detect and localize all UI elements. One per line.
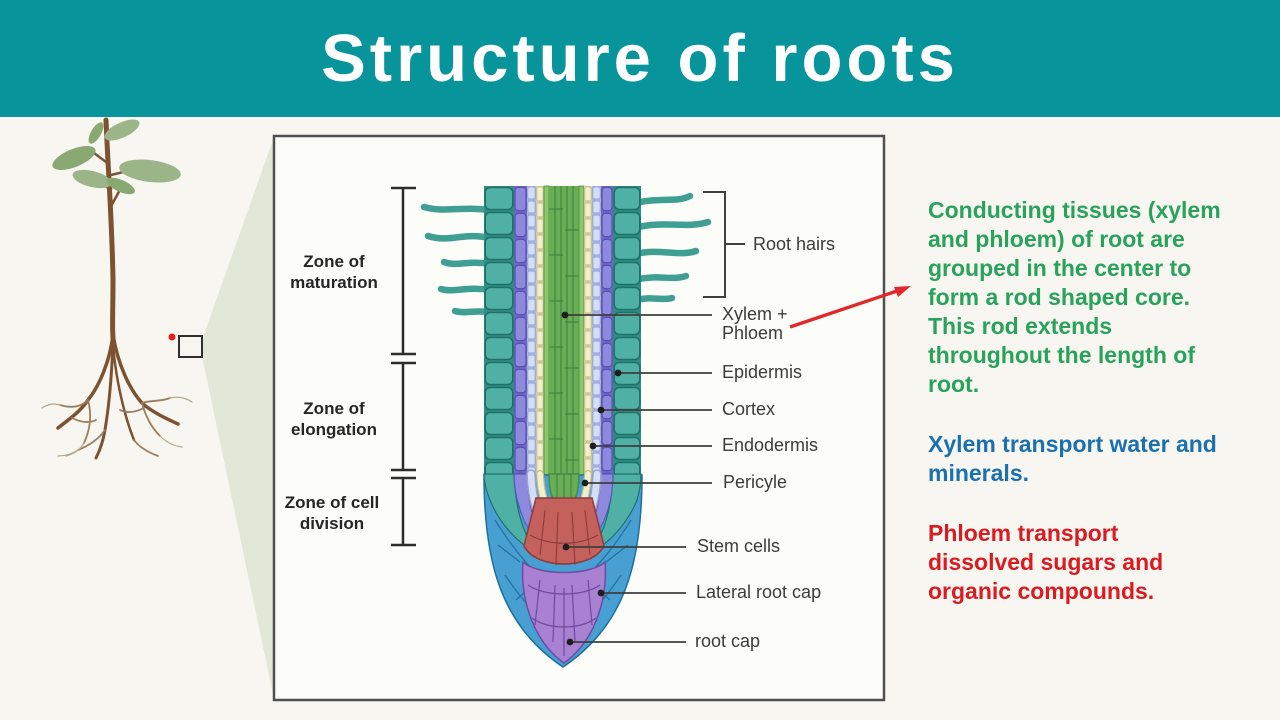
zone-of-maturation-label: Zone of maturation	[290, 252, 378, 292]
root-cap-label: root cap	[695, 631, 761, 651]
title-banner: Structure of roots	[0, 0, 1280, 117]
root-diagram	[420, 185, 712, 668]
zone-brackets	[391, 186, 416, 547]
page-title: Structure of roots	[321, 21, 959, 96]
conducting-tissues-note: Conducting tissues (xylem and phloem) of…	[928, 197, 1221, 397]
zone-of-cell-division-label: Zone of cell division	[284, 493, 380, 533]
stem-cells-label: Stem cells	[697, 536, 781, 556]
endodermis-label: Endodermis	[722, 435, 819, 455]
plant-illustration	[41, 117, 193, 460]
sample-dot	[168, 333, 176, 341]
annotation-arrow	[789, 286, 911, 329]
lateral-root-cap-label: Lateral root cap	[696, 582, 822, 602]
stem-cell-cluster	[523, 497, 605, 565]
phloem-note: Phloem transport dissolved sugars and or…	[928, 520, 1164, 604]
root-hairs-label: Root hairs	[753, 234, 836, 254]
leader-dots	[561, 311, 622, 646]
zoom-cone	[202, 137, 274, 699]
root-tissue-columns	[484, 185, 641, 479]
cortex-label: Cortex	[722, 399, 776, 419]
xylem-phloem-label: Xylem + Phloem	[722, 304, 788, 343]
epidermis-label: Epidermis	[722, 362, 803, 382]
zone-of-elongation-label: Zone of elongation	[291, 399, 377, 439]
root-hairs	[420, 192, 712, 316]
sample-box	[178, 335, 203, 358]
xylem-note: Xylem transport water and minerals.	[928, 431, 1217, 486]
root-hairs-bracket	[703, 191, 745, 298]
pericyle-label: Pericyle	[723, 472, 788, 492]
leader-lines	[565, 314, 712, 643]
